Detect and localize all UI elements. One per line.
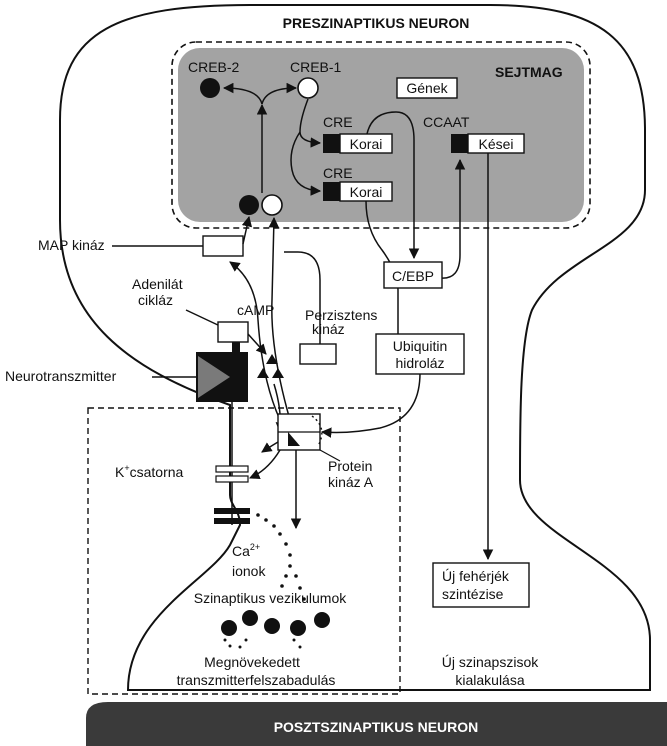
release-label-1: Megnövekedett [204, 654, 300, 670]
synaptic-vesicles [221, 610, 330, 636]
late-gene-box [467, 133, 525, 154]
vesicle [290, 620, 306, 636]
creb1-dot [297, 77, 319, 99]
ca-channel-top [214, 508, 250, 514]
creb2-label: CREB-2 [188, 59, 240, 75]
ions-label: ionok [232, 563, 266, 579]
cre-bottom-label: CRE [323, 165, 353, 181]
ubiquitin-to-pka-arrow [320, 372, 421, 438]
adenylate-label-2: cikláz [138, 292, 173, 308]
adenylate-pointer [185, 309, 221, 327]
cebp-to-ccaat-arrow [439, 158, 466, 279]
cebp-box [383, 261, 443, 289]
pka-to-k-channel-arrow [249, 449, 281, 479]
pka-to-creb-arrow [268, 216, 291, 421]
ca-charge: 2+ [250, 542, 260, 552]
new-synapse-label-2: kialakulása [455, 672, 524, 688]
persistent-kinase-box [299, 343, 337, 365]
k-channel-bottom [215, 475, 249, 483]
nucleus-dashed-border [171, 41, 591, 229]
ccaat-block [451, 134, 468, 153]
map-kinase-box [202, 235, 244, 257]
camp-triangle-3 [272, 368, 284, 378]
ubiquitin-label-1: Ubiquitin [393, 338, 447, 354]
cre-top-block [323, 134, 340, 153]
early-gene-bottom-label: Korai [350, 184, 383, 200]
camp-label: cAMP [237, 302, 274, 318]
ca-main: Ca [232, 543, 250, 559]
new-synapse-label-1: Új szinapszisok [442, 654, 539, 670]
k-channel-top [215, 465, 249, 473]
cre-bottom-block [323, 182, 340, 201]
genes-label: Gének [406, 80, 448, 96]
cebp-label: C/EBP [392, 268, 434, 284]
creb-split-left-arrow [222, 82, 263, 105]
pka-dotted-release [311, 415, 323, 447]
genes-box [396, 77, 458, 99]
new-protein-label-1: Új fehérjék [442, 568, 510, 584]
vesicles-label: Szinaptikus vezikulumok [194, 590, 348, 606]
map-to-creb-arrow [241, 215, 253, 245]
ca-channel-bottom [214, 518, 250, 524]
creb1-label: CREB-1 [290, 59, 342, 75]
early-to-cebp-arrow [366, 111, 420, 260]
ca-ion-dots [256, 513, 306, 601]
adenylate-cyclase-box [217, 321, 249, 343]
vesicle [221, 620, 237, 636]
early-gene-top-box [339, 133, 393, 154]
creb-entry-black-dot [239, 195, 259, 215]
persistent-label-2: kináz [312, 321, 345, 337]
vesicle-release-dots [223, 638, 302, 649]
ccaat-label: CCAAT [423, 114, 470, 130]
persistent-to-creb-line [284, 251, 321, 344]
ubiquitin-hydrolase-box [375, 333, 465, 375]
pka-label-2: kináz A [328, 474, 374, 490]
ubiquitin-label-2: hidroláz [395, 355, 444, 371]
vesicle [264, 618, 280, 634]
cyclase-to-camp-arrow [247, 333, 267, 355]
receptor-stem [232, 342, 240, 354]
camp-triangle-1 [266, 354, 278, 364]
pka-label-1: Protein [328, 458, 372, 474]
new-protein-label-2: szintézise [442, 586, 504, 602]
k-channel-word: csatorna [130, 464, 184, 480]
pka-to-camp-arrow [261, 441, 279, 453]
synapse-dashed-box [87, 407, 401, 695]
new-protein-box [432, 562, 530, 608]
adenylate-label-1: Adenilát [132, 276, 183, 292]
vesicle [314, 612, 330, 628]
k-channel-k: K [115, 464, 125, 480]
early-gene-top-label: Korai [350, 136, 383, 152]
presynaptic-title: PRESZINAPTIKUS NEURON [283, 15, 470, 31]
ca-label: Ca2+ [232, 542, 260, 559]
creb-split-right-arrow [261, 82, 298, 105]
creb2-dot [200, 78, 220, 98]
vesicle [242, 610, 258, 626]
nucleus-title: SEJTMAG [495, 64, 563, 80]
cre-top-label: CRE [323, 114, 353, 130]
creb1-to-cre-bottom-arrow [290, 131, 322, 196]
k-channel-plus: + [124, 463, 129, 473]
pka-pointer [319, 449, 341, 462]
postsynaptic-neuron [86, 702, 667, 746]
pka-to-map-arrow [229, 261, 281, 421]
map-kinase-label: MAP kináz [38, 237, 105, 253]
k-channel-label: K+csatorna [115, 463, 184, 480]
postsynaptic-title: POSZTSZINAPTIKUS NEURON [274, 719, 479, 735]
neurotransmitter-label: Neurotranszmitter [5, 368, 117, 384]
persistent-label-1: Perzisztens [305, 307, 377, 323]
late-gene-label: Kései [478, 136, 513, 152]
camp-triangle-2 [257, 368, 269, 378]
release-label-2: transzmitterfelszabadulás [177, 672, 336, 688]
pka-regulatory-wedge [288, 432, 300, 446]
creb-entry-white-dot [261, 194, 283, 216]
neurotransmitter-ligand [198, 356, 230, 398]
